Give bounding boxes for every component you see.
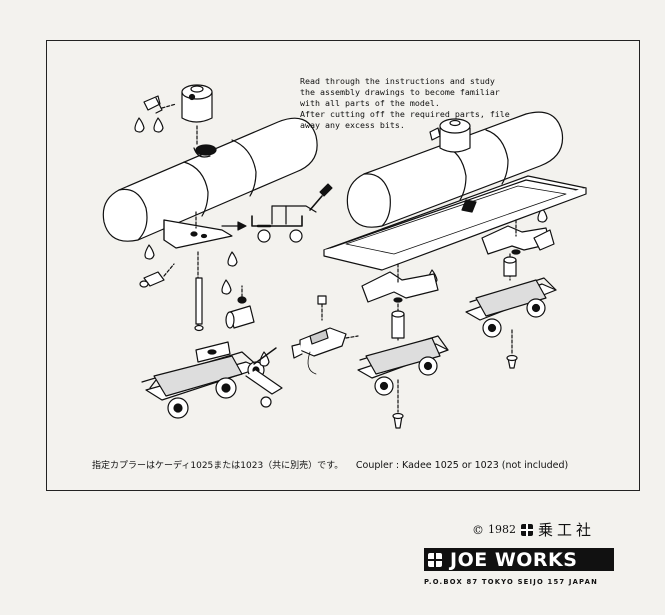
instructions-line: away any excess bits. xyxy=(300,120,405,130)
file-detail xyxy=(251,205,317,243)
right-underframe xyxy=(323,175,587,271)
left-hose-part xyxy=(139,263,175,288)
left-tank-body xyxy=(102,117,318,242)
left-truck xyxy=(141,341,283,419)
brand-logo-mark-icon xyxy=(424,548,446,571)
copyright-symbol: © xyxy=(472,522,484,537)
left-cylinder-part xyxy=(225,285,255,329)
coupler-note: 指定カプラーはケーディ1025または1023（共に別売）です。 Coupler … xyxy=(92,458,612,471)
coupler-note-japanese: 指定カプラーはケーディ1025または1023（共に別売）です。 xyxy=(92,461,344,471)
brand-logo: JOE WORKS xyxy=(424,548,614,571)
coupler-detail xyxy=(291,295,359,375)
left-valve-part xyxy=(143,95,177,114)
brand-name: JOE WORKS xyxy=(450,548,578,571)
instructions-text: Read through the instructions and study … xyxy=(300,76,560,131)
instructions-line: the assembly drawings to become familiar xyxy=(300,87,500,97)
left-bolster xyxy=(163,211,233,249)
instructions-line: with all parts of the model. xyxy=(300,98,440,108)
assembly-drawing xyxy=(102,84,587,429)
coupler-note-english: Coupler : Kadee 1025 or 1023 (not includ… xyxy=(355,460,569,471)
address: P.O.BOX 87 TOKYO SEIJO 157 JAPAN xyxy=(424,578,598,586)
left-dome xyxy=(181,84,213,145)
right-dome xyxy=(429,118,471,153)
copyright-line: © 1982 乗工社 xyxy=(472,519,595,540)
instructions-line: Read through the instructions and study xyxy=(300,76,495,86)
right-front-truck xyxy=(357,303,449,429)
brand-mark-icon xyxy=(521,523,533,536)
right-rear-truck xyxy=(465,253,557,369)
no-glue-icon xyxy=(253,347,277,367)
copyright-year: 1982 xyxy=(488,523,516,536)
left-long-bolt xyxy=(194,251,204,332)
drawing-frame xyxy=(46,40,640,491)
arrow-icon xyxy=(221,221,247,231)
right-bolster-front xyxy=(361,263,439,303)
right-bolster-rear xyxy=(481,219,555,255)
file-tool-icon xyxy=(309,183,333,211)
publisher-name: 乗工社 xyxy=(538,521,596,539)
instructions-line: After cutting off the required parts, fi… xyxy=(300,109,510,119)
